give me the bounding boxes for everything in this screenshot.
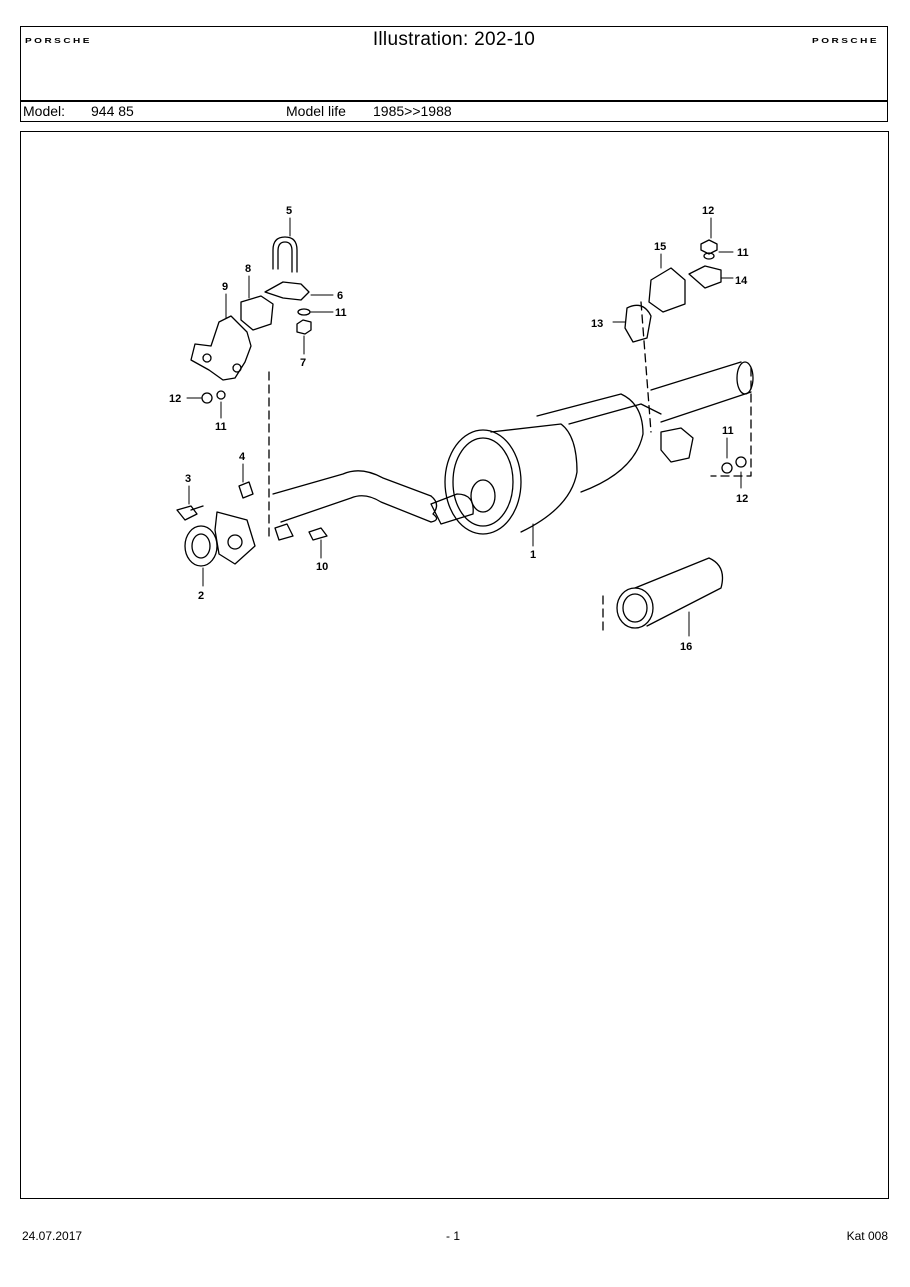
callout-13: 13	[591, 318, 603, 330]
callout-11b: 11	[215, 421, 227, 433]
leader-lines	[186, 217, 742, 637]
part-mid-clamp	[660, 427, 694, 463]
part-clamp-plate	[264, 281, 310, 301]
callout-15: 15	[654, 241, 666, 253]
callout-9: 9	[222, 281, 228, 293]
part-spacer	[238, 481, 254, 499]
part-bolt-clamp	[274, 523, 294, 541]
part-rear-nut	[700, 239, 718, 255]
callout-12c: 12	[736, 493, 748, 505]
part-gasket	[184, 525, 218, 567]
flange-hole	[227, 534, 243, 550]
part-rear-pipe	[650, 361, 754, 423]
footer-catalog: Kat 008	[846, 1229, 888, 1243]
brand-logo-right: PORSCHE	[812, 37, 879, 46]
callout-11c: 11	[737, 247, 749, 259]
part-washer	[297, 308, 311, 316]
brand-logo-left: PORSCHE	[25, 37, 92, 46]
part-washer-left	[216, 390, 226, 400]
model-label: Model:	[23, 103, 66, 119]
callout-5: 5	[286, 205, 292, 217]
part-bolt	[176, 505, 204, 521]
callout-3: 3	[185, 473, 191, 485]
part-nut-left	[201, 392, 213, 404]
callout-11d: 11	[722, 425, 734, 437]
exhaust-parts-diagram: 5 6 11 7 8 9 12 11 3 4 2 10 1 13 12 11 1…	[169, 205, 754, 653]
callout-12: 12	[169, 393, 181, 405]
illustration-title: Illustration: 202-10	[372, 29, 536, 50]
bracket-hole	[202, 353, 212, 363]
callout-2: 2	[198, 590, 204, 602]
part-rear-hanger	[624, 304, 652, 343]
part-tail-pipe	[616, 557, 724, 629]
part-washer-right	[735, 456, 747, 468]
callout-10: 10	[316, 561, 328, 573]
header-divider	[21, 100, 887, 102]
callout-16: 16	[680, 641, 692, 653]
part-bolt-10	[308, 527, 328, 541]
callout-1: 1	[530, 549, 536, 561]
footer-date: 24.07.2017	[22, 1229, 83, 1243]
part-nut	[296, 319, 312, 335]
bracket-hole	[232, 363, 242, 373]
illustration-area: 5 6 11 7 8 9 12 11 3 4 2 10 1 13 12 11 1…	[20, 131, 889, 1199]
part-rubber-mount	[240, 295, 274, 331]
part-u-bolt	[272, 236, 298, 273]
callout-8: 8	[245, 263, 251, 275]
model-life-label: Model life	[286, 103, 346, 119]
part-rear-washer	[703, 252, 715, 260]
callout-4: 4	[239, 451, 246, 463]
callout-7: 7	[300, 357, 306, 369]
part-front-pipe	[272, 470, 438, 523]
part-bracket	[190, 315, 252, 381]
part-muffler	[430, 393, 662, 535]
footer-page-number: - 1	[446, 1229, 461, 1243]
callout-14: 14	[735, 275, 748, 287]
callout-12b: 12	[702, 205, 714, 217]
callout-11: 11	[335, 307, 347, 319]
header-box: PORSCHE Illustration: 202-10 PORSCHE Mod…	[20, 26, 888, 122]
part-flange	[214, 511, 256, 565]
callout-6: 6	[337, 290, 343, 302]
guide-lines	[268, 301, 752, 633]
part-nut-right	[721, 462, 733, 474]
model-value: 944 85	[91, 103, 134, 119]
part-rear-bracket	[688, 265, 722, 289]
model-life-value: 1985>>1988	[373, 103, 452, 119]
part-rear-rubber	[648, 267, 686, 313]
